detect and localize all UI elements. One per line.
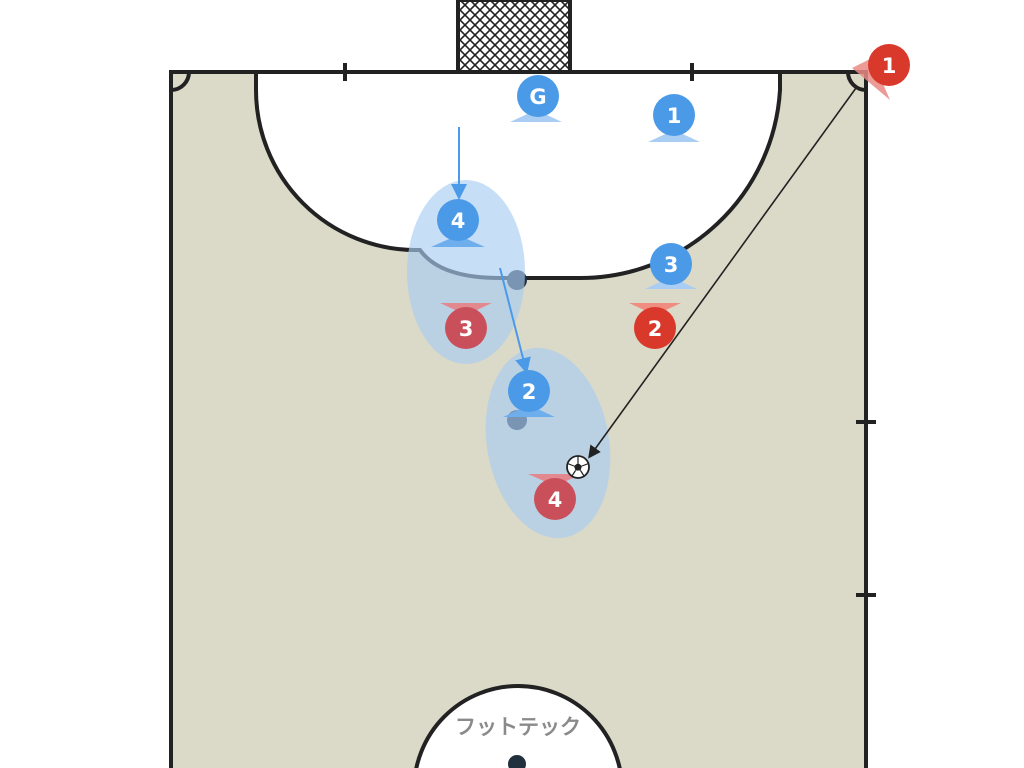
marker-label: 4: [451, 209, 466, 233]
marker-label: 2: [522, 380, 537, 404]
marker-label: G: [529, 85, 546, 109]
attacker-goalkeeper[interactable]: G: [510, 75, 562, 122]
run-arrow-attacker-2: [499, 267, 531, 374]
pass-arrow-defender-1-to-ball: [588, 87, 857, 459]
goal-net: [456, 0, 572, 74]
attacker-4[interactable]: 4: [431, 199, 485, 247]
corner-arc-right: [846, 71, 867, 92]
marker-label: 1: [667, 104, 682, 128]
soccer-ball-icon[interactable]: [566, 455, 590, 479]
marker-label: 1: [882, 54, 897, 78]
defender-1[interactable]: 1: [852, 44, 910, 100]
corner-arc-left: [170, 71, 191, 92]
marker-label: 3: [459, 317, 474, 341]
marker-label: 2: [648, 317, 663, 341]
court: [169, 63, 876, 768]
attacker-2[interactable]: 2: [503, 370, 555, 417]
goal: [456, 0, 572, 74]
marker-label: 3: [664, 253, 679, 277]
watermark-text: フットテック: [455, 715, 581, 739]
defender-4[interactable]: 4: [528, 474, 582, 520]
defender-3[interactable]: 3: [440, 303, 492, 349]
highlight-zone-upper: [407, 180, 525, 364]
center-spot: [508, 755, 526, 768]
defender-2[interactable]: 2: [629, 303, 681, 349]
attacker-1[interactable]: 1: [648, 94, 700, 142]
attacker-3[interactable]: 3: [645, 243, 697, 289]
center-circle: [414, 684, 622, 768]
marker-label: 4: [548, 488, 563, 512]
